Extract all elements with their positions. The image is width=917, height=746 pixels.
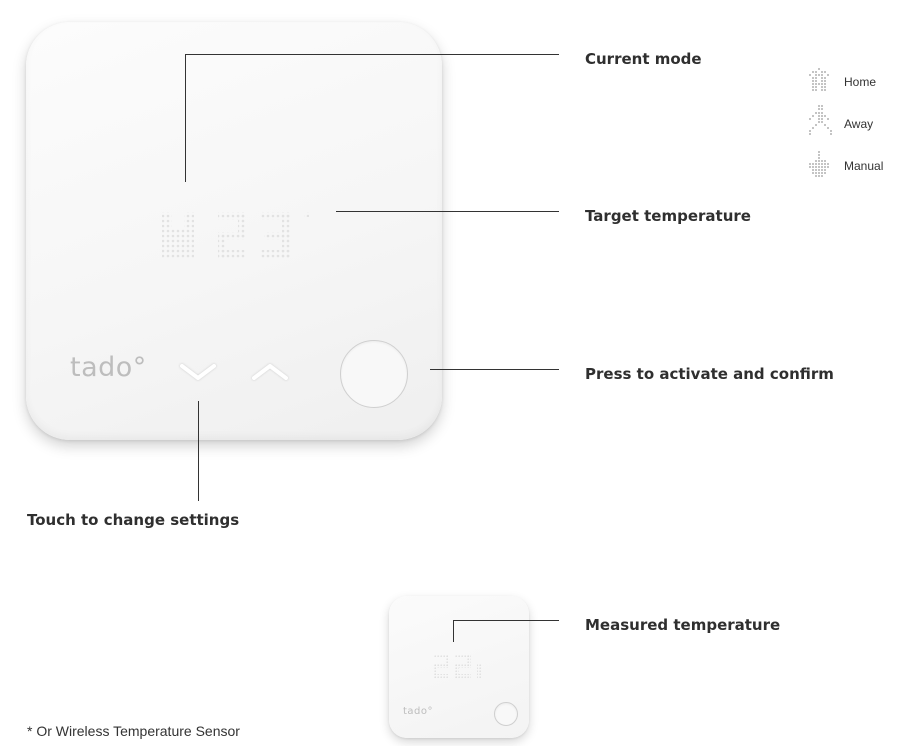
- sensor-digit-2b: [455, 654, 471, 678]
- mode-glyph: [162, 212, 194, 258]
- brand-logo: tado°: [70, 352, 147, 383]
- touch-settings-label: Touch to change settings: [27, 511, 240, 529]
- measured-temperature-leader-v: [453, 620, 454, 642]
- chevron-down-icon[interactable]: [178, 360, 218, 382]
- target-temperature-display: [162, 212, 309, 258]
- degree-dot: [304, 212, 309, 217]
- touch-settings-leader: [198, 401, 199, 501]
- mode-manual-label: Manual: [844, 159, 884, 173]
- temperature-sensor: tado°: [389, 596, 529, 738]
- digit-3: [260, 212, 290, 258]
- mode-home-label: Home: [844, 75, 877, 89]
- home-icon: [809, 68, 829, 91]
- footnote: * Or Wireless Temperature Sensor: [27, 723, 240, 739]
- confirm-button[interactable]: [340, 340, 408, 408]
- sensor-decimal: [477, 664, 481, 678]
- chevron-up-icon[interactable]: [250, 360, 290, 382]
- manual-icon: [809, 151, 829, 177]
- measured-temperature-leader-h: [453, 620, 559, 621]
- sensor-button[interactable]: [494, 702, 518, 726]
- mode-away-label: Away: [844, 117, 874, 131]
- sensor-brand-logo: tado°: [403, 706, 434, 717]
- target-temperature-leader: [336, 211, 559, 212]
- confirm-leader: [430, 369, 559, 370]
- measured-temperature-display: [433, 654, 481, 678]
- sensor-digit-2a: [433, 654, 449, 678]
- current-mode-leader-v: [185, 54, 186, 182]
- measured-temperature-label: Measured temperature: [585, 616, 781, 634]
- smart-thermostat: tado°: [26, 22, 442, 440]
- current-mode-label: Current mode: [585, 50, 702, 68]
- digit-2: [218, 212, 246, 258]
- away-icon: [809, 105, 832, 135]
- press-confirm-label: Press to activate and confirm: [585, 365, 834, 383]
- target-temperature-label: Target temperature: [585, 207, 751, 225]
- current-mode-leader-h: [185, 54, 559, 55]
